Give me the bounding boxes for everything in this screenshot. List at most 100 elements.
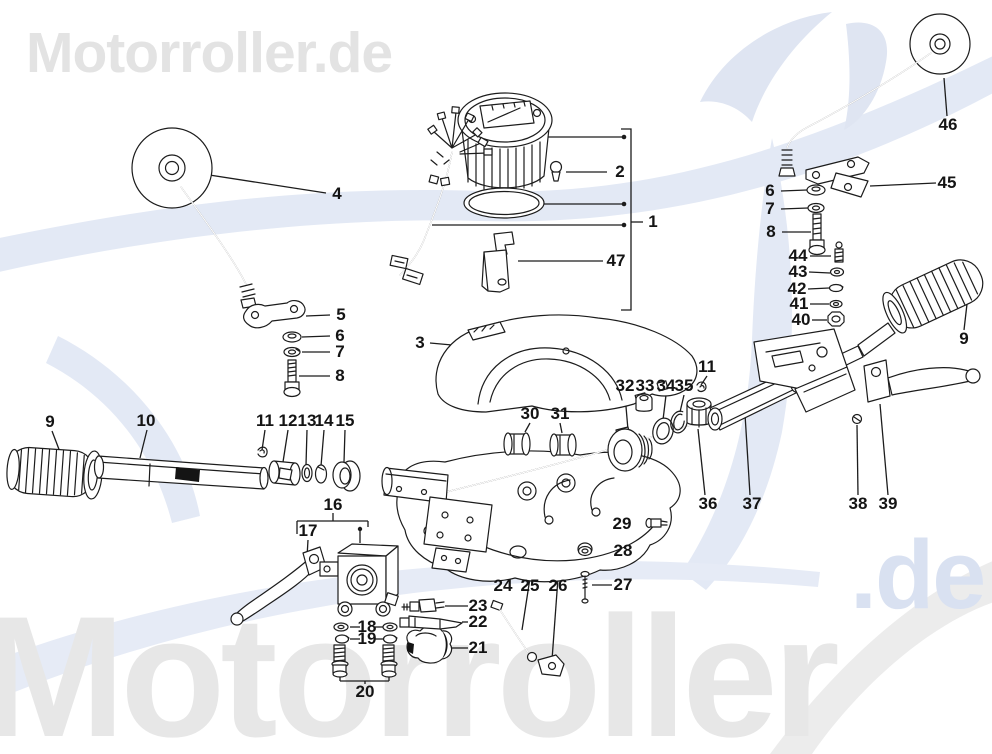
part-cover-top-3 (435, 314, 698, 413)
part-clip-11-left (257, 446, 268, 458)
part-number-8: 8 (335, 366, 345, 385)
part-lockwasher-7-left (283, 346, 301, 358)
part-number-25: 25 (520, 576, 540, 595)
part-number-39: 39 (878, 494, 898, 513)
part-bulb-2 (549, 160, 563, 182)
part-number-7: 7 (335, 342, 345, 361)
part-number-44: 44 (788, 246, 808, 265)
part-number-3: 3 (415, 333, 425, 352)
part-tube-10 (93, 455, 269, 490)
part-number-36: 36 (698, 494, 718, 513)
part-number-11: 11 (698, 357, 716, 376)
part-washer-41 (829, 299, 843, 309)
part-number-26: 26 (548, 576, 568, 595)
part-gasket-ring (463, 187, 545, 219)
watermark-top-left: Motorroller.de (26, 21, 392, 85)
part-lockwasher-7-right (807, 202, 825, 214)
part-number-31: 31 (550, 404, 570, 423)
part-number-17: 17 (298, 521, 318, 540)
part-bolt-8-right (808, 213, 826, 256)
part-mirror-left (131, 127, 257, 309)
part-handlebar-center (381, 419, 707, 573)
part-number-19: 19 (357, 629, 377, 648)
part-screw-27 (580, 570, 590, 604)
watermark-bottom-suffix: .de (850, 520, 984, 629)
part-cable-25 (490, 599, 538, 663)
part-screw-38 (851, 413, 863, 425)
part-bushing-33 (635, 393, 653, 412)
part-grip-right-9 (857, 259, 984, 357)
part-number-6: 6 (335, 326, 345, 345)
part-switch-housing (753, 328, 856, 413)
part-speedometer (457, 92, 553, 205)
part-number-27: 27 (613, 575, 633, 594)
part-washers-18 (333, 622, 398, 632)
part-lockwashers-19 (334, 634, 398, 644)
part-number-4: 4 (332, 184, 342, 203)
part-washer-14 (314, 464, 328, 484)
part-number-42: 42 (787, 279, 807, 298)
part-number-46: 46 (938, 115, 958, 134)
part-bracket-5 (243, 300, 306, 329)
part-wiring-harness (389, 106, 493, 286)
part-number-45: 45 (937, 173, 957, 192)
part-throttle-pulley-32 (607, 426, 653, 472)
part-number-9: 9 (959, 329, 969, 348)
part-number-6: 6 (765, 181, 775, 200)
part-number-34: 34 (656, 376, 676, 395)
bracket-part-1 (621, 128, 632, 311)
part-bracket-47 (481, 231, 515, 293)
part-washer-43 (829, 267, 845, 277)
part-nut-28 (577, 545, 593, 557)
part-snapring-35 (670, 410, 688, 434)
part-nut-40 (827, 311, 845, 327)
part-bracket-45 (805, 156, 870, 198)
part-number-14: 14 (314, 411, 334, 430)
part-washer-6-right (806, 184, 826, 196)
part-washer-6-left (282, 331, 302, 343)
part-washer-13 (301, 463, 313, 483)
part-number-24: 24 (493, 576, 513, 595)
part-master-cylinder-16 (319, 543, 399, 617)
part-washer-34 (652, 417, 674, 445)
watermark-swoosh-layer (0, 12, 992, 754)
part-number-16: 16 (323, 495, 343, 514)
part-number-18: 18 (357, 617, 377, 636)
part-bolt-8-left (283, 359, 301, 398)
part-number-2: 2 (615, 162, 625, 181)
part-number-13: 13 (297, 411, 317, 430)
part-sleeve-12 (268, 460, 301, 486)
part-number-40: 40 (791, 310, 811, 329)
part-number-11: 11 (256, 411, 274, 430)
part-adjuster-22 (399, 615, 463, 630)
part-lever-39 (863, 359, 981, 403)
part-boot-21 (406, 625, 453, 664)
part-switch-23 (401, 598, 445, 613)
part-number-9: 9 (45, 412, 55, 431)
part-number-7: 7 (765, 199, 775, 218)
part-number-38: 38 (848, 494, 868, 513)
part-bushing-36 (686, 397, 712, 428)
part-number-23: 23 (468, 596, 488, 615)
part-number-47: 47 (606, 251, 626, 270)
parts-artwork (6, 13, 984, 678)
part-mirror-right (778, 13, 971, 177)
part-grip-left-9 (6, 446, 103, 500)
part-number-12: 12 (278, 411, 298, 430)
part-number-10: 10 (136, 411, 156, 430)
part-number-35: 35 (674, 376, 694, 395)
part-number-8: 8 (766, 222, 776, 241)
part-number-30: 30 (520, 404, 540, 423)
part-clamp-26 (537, 654, 565, 677)
part-flange-nut-15 (332, 460, 361, 492)
part-number-1: 1 (648, 212, 658, 231)
part-number-28: 28 (613, 541, 633, 560)
part-number-22: 22 (468, 612, 488, 631)
part-number-41: 41 (789, 294, 809, 313)
part-screw-29 (645, 517, 668, 529)
part-washer-42 (828, 283, 844, 293)
part-number-37: 37 (742, 494, 762, 513)
part-pin-44 (834, 241, 844, 263)
